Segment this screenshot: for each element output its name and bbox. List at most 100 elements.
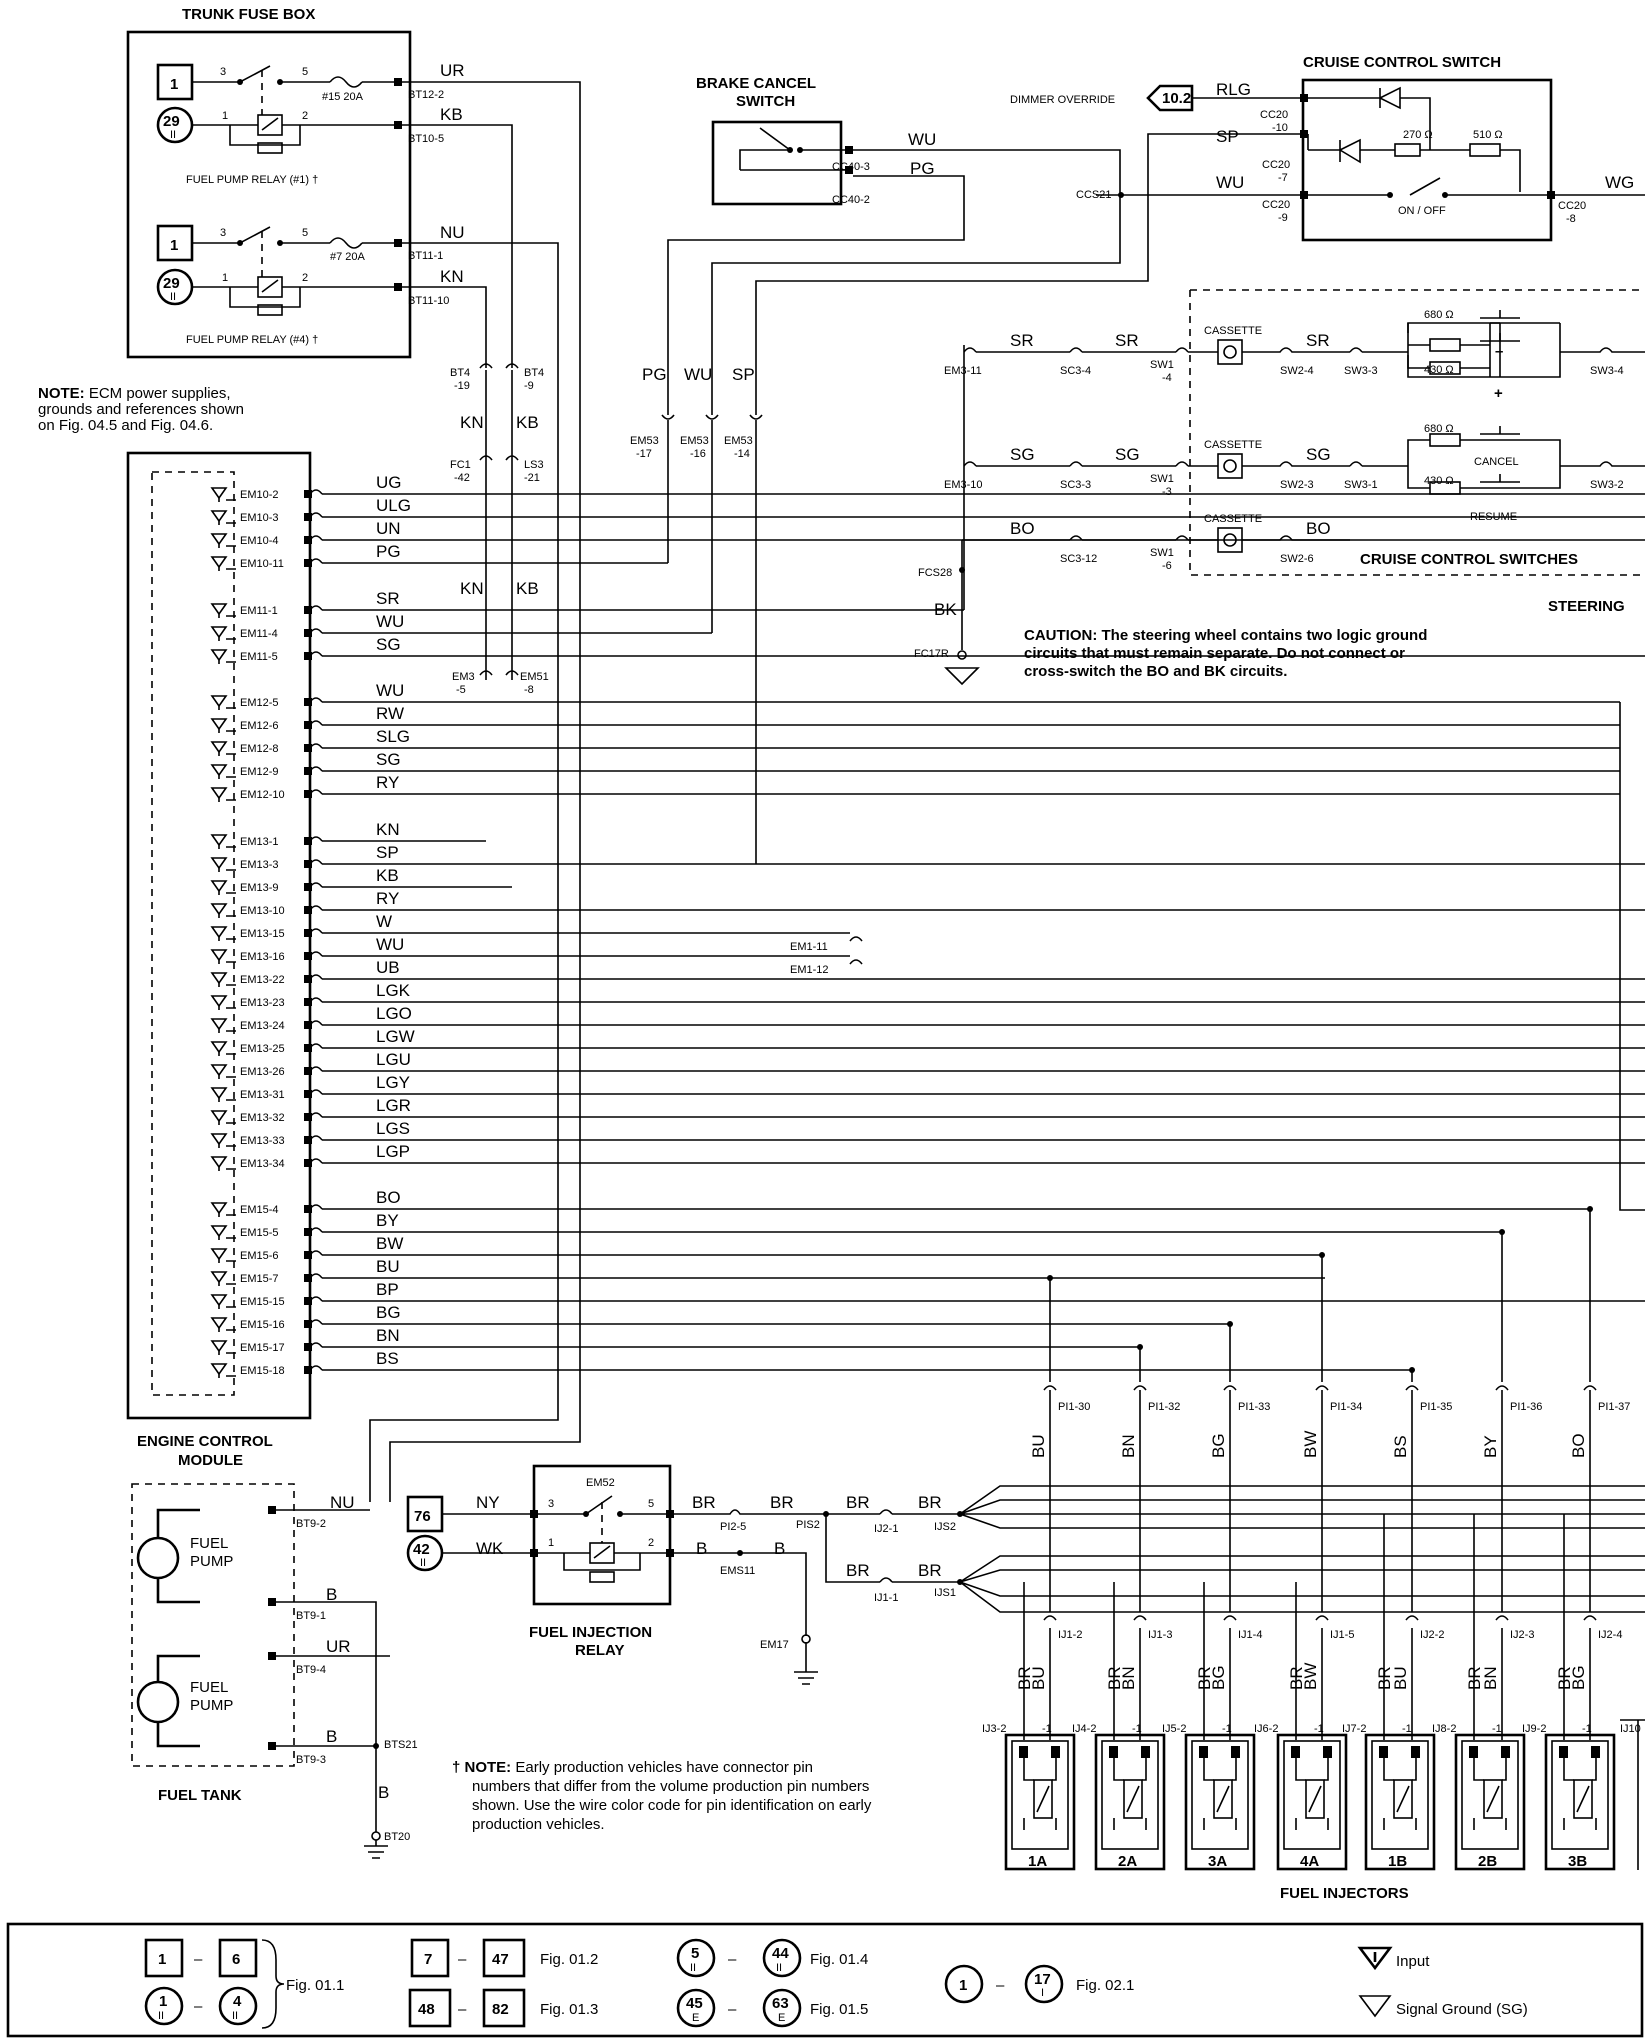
cassette-ring <box>1223 533 1237 547</box>
injector-pin <box>1051 1746 1060 1758</box>
svg-text:-21: -21 <box>524 472 540 484</box>
svg-text:CAUTION: The steering wheel co: CAUTION: The steering wheel contains two… <box>1024 627 1427 644</box>
injector-inner <box>1101 1740 1159 1850</box>
ecm-pin-label: EM15-15 <box>240 1296 285 1308</box>
wire-sr-steer <box>963 345 965 610</box>
injector-wiring <box>1473 1752 1507 1830</box>
svg-text:SWITCH: SWITCH <box>736 93 795 110</box>
ecm-pin-label: EM13-3 <box>240 859 279 871</box>
sw-wire-label: SG <box>1306 445 1331 464</box>
injector-br-label: BR <box>1105 1666 1124 1690</box>
ecm-wire-label: WU <box>376 681 404 700</box>
svg-text:PUMP: PUMP <box>190 1553 233 1570</box>
svg-text:RESUME: RESUME <box>1470 511 1517 523</box>
ref-1a: 1 <box>170 76 178 93</box>
ecm-input-icon <box>210 972 228 985</box>
ecm-pin-label: EM11-1 <box>240 605 278 617</box>
sw-wire-label: SG <box>1010 445 1035 464</box>
svg-text:PI2-5: PI2-5 <box>720 1521 746 1533</box>
svg-text:ENGINE CONTROL: ENGINE CONTROL <box>137 1433 273 1450</box>
injector-coil <box>1033 1779 1053 1819</box>
ecm-wire-label: UG <box>376 473 402 492</box>
ecm-pin-stub <box>218 1305 236 1309</box>
injector-inner <box>1011 1740 1069 1850</box>
ecm-input-icon <box>210 1133 228 1146</box>
injector-pin-label: -1 <box>1314 1723 1324 1735</box>
ecm-pin-label: EM13-34 <box>240 1158 285 1170</box>
injector-pin-label: IJ5-2 <box>1162 1723 1186 1735</box>
sw1-label: -6 <box>1162 560 1172 572</box>
injector-wiring <box>1295 1752 1329 1830</box>
ecm-wire-label: WU <box>376 935 404 954</box>
injector-pin-label: -1 <box>1222 1723 1232 1735</box>
svg-text:–: – <box>728 2001 737 2018</box>
cruise-control-switches: CRUISE CONTROL SWITCHES STEERING EM3-11S… <box>914 289 1645 686</box>
sw-connector <box>1069 461 1176 467</box>
ecm-pin-label: EM15-7 <box>240 1273 279 1285</box>
engine-control-module: ENGINE CONTROL MODULE EM10-2UGEM10-3ULGE… <box>126 345 1645 1469</box>
sw3r-label: SW3-4 <box>1590 365 1624 377</box>
ecm-pin-label: EM10-2 <box>240 489 279 501</box>
ecm-pin-label: EM12-9 <box>240 766 279 778</box>
sw-wire-label: BO <box>1306 519 1331 538</box>
svg-text:MODULE: MODULE <box>178 1452 243 1469</box>
svg-text:–: – <box>194 1998 203 2015</box>
svg-text:IJS2: IJS2 <box>934 1521 956 1533</box>
ecm-wire-label: ULG <box>376 496 411 515</box>
svg-text:NU: NU <box>330 1493 355 1512</box>
svg-text:B: B <box>378 1783 389 1802</box>
svg-text:SP: SP <box>732 365 755 384</box>
injector-box <box>1094 1733 1166 1871</box>
injector-box <box>1276 1733 1348 1871</box>
svg-text:CC40-3: CC40-3 <box>832 161 870 173</box>
svg-text:RLG: RLG <box>1216 80 1251 99</box>
fuse-7: #7 20A <box>330 251 366 263</box>
svg-text:E: E <box>692 2012 699 2024</box>
svg-text:5: 5 <box>648 1498 654 1510</box>
ecm-pin-stub <box>218 960 236 964</box>
ecm-wire-label: SP <box>376 843 399 862</box>
injector-inner <box>1371 1740 1429 1850</box>
ecm-input-icon <box>210 1294 228 1307</box>
injector-pin-label: IJ10 <box>1620 1723 1641 1735</box>
injector-inner <box>1191 1740 1249 1850</box>
fuel-injection-relay: 76 42 II NY WK EM52 3 5 1 2 FUEL INJECTI… <box>406 1464 963 1685</box>
wire-junction <box>1409 1367 1415 1373</box>
svg-text:BRAKE CANCEL: BRAKE CANCEL <box>696 75 816 92</box>
ecm-wire-label: LGU <box>376 1050 411 1069</box>
signal-ground-icon <box>1358 1995 1392 2018</box>
injector-sig-label: BG <box>1569 1665 1588 1690</box>
svg-text:† NOTE: Early production vehi: † NOTE: Early production vehicles have c… <box>452 1759 813 1776</box>
ecm-pin-stub <box>218 868 236 872</box>
ij-connector <box>1315 1615 1329 1621</box>
ecm-pin-stub <box>218 1098 236 1102</box>
ecm-input-icon <box>210 487 228 500</box>
ref-29b: 29 <box>163 275 180 292</box>
svg-text:cross-switch the BO and BK cir: cross-switch the BO and BK circuits. <box>1024 663 1287 680</box>
ecm-wire-label: UN <box>376 519 401 538</box>
ij-connector <box>1495 1615 1509 1621</box>
svg-text:NY: NY <box>476 1493 500 1512</box>
ecm-wire-label: UB <box>376 958 400 977</box>
wire-junction <box>1047 1275 1053 1281</box>
ecm-pin-label: EM13-26 <box>240 1066 285 1078</box>
injector-br-label: BR <box>1555 1666 1574 1690</box>
ecm-input-icon <box>210 1317 228 1330</box>
svg-text:1: 1 <box>159 1993 167 2010</box>
pi-wire-label: BY <box>1481 1435 1500 1458</box>
pi-connector <box>1495 1385 1509 1612</box>
svg-text:7: 7 <box>424 1951 432 1968</box>
svg-text:1: 1 <box>959 1977 967 1994</box>
injector-pin-label: -1 <box>1042 1723 1052 1735</box>
sw-wire-label: BO <box>1010 519 1035 538</box>
ecm-wire-label: RW <box>376 704 404 723</box>
sw-wire <box>1242 347 1350 353</box>
ecm-pin-stub <box>218 845 236 849</box>
svg-text:1: 1 <box>158 1951 166 1968</box>
svg-text:-17: -17 <box>636 448 652 460</box>
svg-text:WG: WG <box>1605 173 1634 192</box>
ecm-pin-stub <box>218 729 236 733</box>
svg-text:–: – <box>1495 343 1503 360</box>
ecm-connector-pin <box>304 1366 312 1374</box>
svg-text:5: 5 <box>691 1945 699 1962</box>
